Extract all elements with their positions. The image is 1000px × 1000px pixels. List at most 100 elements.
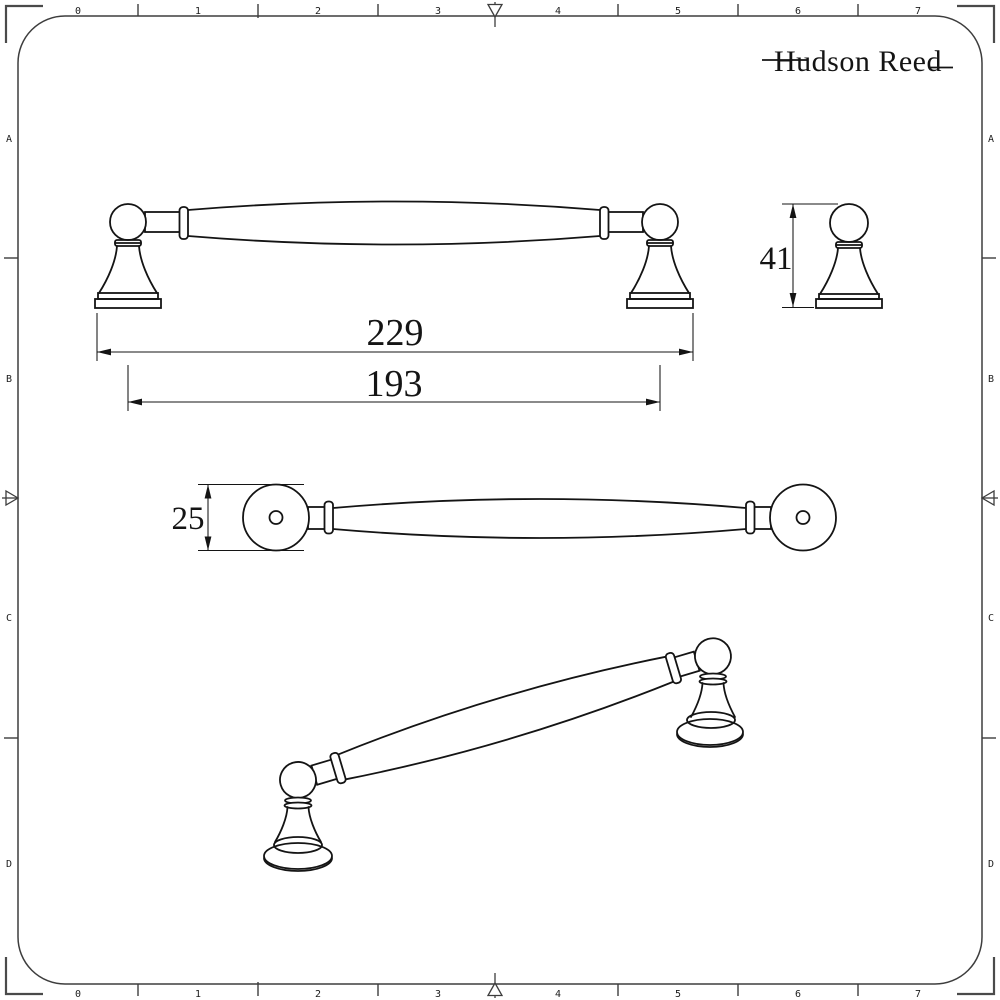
isometric-pedestal-front (263, 796, 333, 872)
dimension-overall-width: 229 (96, 312, 694, 361)
ruler-left-letter: A (6, 134, 12, 145)
ruler-top-number: 7 (915, 6, 921, 17)
handle-neck (144, 211, 182, 233)
handle-grip (332, 498, 747, 509)
handle-neck (307, 506, 326, 530)
handle-neck (606, 211, 644, 233)
dim-arrow-left (128, 398, 142, 406)
pedestal-step (273, 836, 323, 854)
corner-bracket-top-right (957, 4, 996, 43)
dim-arrow-right (646, 398, 660, 406)
ruler-left-letter: B (6, 374, 12, 385)
handle-collar (664, 651, 682, 685)
ruler-left-letter: D (6, 859, 12, 870)
pedestal-stem (274, 806, 289, 843)
ruler-bottom-number: 4 (555, 989, 561, 1000)
isometric-handle-bar (279, 637, 732, 799)
ruler-top-number: 2 (315, 6, 321, 17)
corner-bracket-bottom-right (957, 957, 996, 996)
pedestal-base-edge (676, 733, 744, 748)
base-rose (769, 483, 837, 552)
ruler-top-number: 3 (435, 6, 441, 17)
ruler-right-letter: C (988, 613, 994, 624)
ruler-bottom-number: 2 (315, 989, 321, 1000)
ruler-bottom-number: 0 (75, 989, 81, 1000)
dim-value-height: 41 (760, 241, 793, 277)
dimension-projection: 25 (172, 483, 304, 552)
brand-name: Hudson Reed (774, 45, 942, 78)
ruler-bottom-number: 5 (675, 989, 681, 1000)
ruler-bottom-number: 7 (915, 989, 921, 1000)
side-elevation-view (815, 203, 883, 309)
handle-collar (323, 500, 334, 535)
ruler-top-number: 0 (75, 6, 81, 17)
pedestal-flange (698, 677, 728, 686)
pedestal-stem (670, 245, 690, 294)
ruler-right: A B C D (980, 134, 998, 870)
pedestal-base (263, 842, 333, 870)
pedestal-base (626, 298, 694, 309)
ruler-left-letter: C (6, 613, 12, 624)
ruler-bottom: 0 1 2 3 4 5 6 7 (75, 973, 921, 1000)
ruler-top-number: 5 (675, 6, 681, 17)
base-rose (242, 483, 310, 552)
handle-collar (178, 206, 189, 240)
dimension-fixing-centres: 193 (127, 363, 661, 411)
pedestal-stem (307, 806, 322, 843)
dim-arrow-up (789, 204, 797, 218)
pedestal-stem (859, 247, 879, 295)
handle-ball (829, 203, 869, 243)
ruler-bottom-number: 6 (795, 989, 801, 1000)
sheet-frame (4, 4, 996, 996)
handle-grip (332, 528, 747, 539)
corner-bracket-bottom-left (4, 957, 43, 996)
pedestal-stem (138, 245, 158, 294)
dim-arrow-down (204, 536, 212, 551)
ruler-bottom-number: 1 (195, 989, 201, 1000)
dim-value-projection: 25 (172, 501, 205, 537)
fixing-hole (795, 510, 811, 525)
pedestal-flange (283, 801, 313, 810)
corner-bracket-top-left (4, 4, 43, 43)
handle-collar (745, 500, 756, 535)
handle-neck (753, 506, 772, 530)
handle-grip (337, 655, 668, 756)
ruler-top: 0 1 2 3 4 5 6 7 (75, 2, 921, 27)
ruler-left: A B C D (2, 134, 20, 870)
center-mark-arrow-left (2, 489, 20, 507)
dim-value-overall-width: 229 (367, 312, 424, 354)
dim-arrow-down (789, 293, 797, 307)
center-mark-arrow-bottom (486, 973, 504, 998)
ruler-right-letter: B (988, 374, 994, 385)
handle-grip (344, 680, 675, 781)
ruler-right-letter: D (988, 859, 994, 870)
center-mark-arrow-top (486, 2, 504, 27)
pedestal-base (94, 298, 162, 309)
handle-ball (109, 203, 147, 241)
pedestal-stem (819, 247, 839, 295)
ruler-top-number: 4 (555, 6, 561, 17)
dimension-height: 41 (760, 203, 838, 309)
handle-collar (329, 751, 347, 785)
pedestal-stem (722, 682, 736, 718)
ruler-right-letter: A (988, 134, 994, 145)
pedestal-base (676, 718, 744, 746)
handle-grip (187, 235, 601, 246)
front-elevation-view (94, 200, 694, 309)
ruler-top-number: 6 (795, 6, 801, 17)
ruler-top-number: 1 (195, 6, 201, 17)
dim-value-fixing-centres: 193 (366, 363, 423, 405)
pedestal-base (815, 298, 883, 309)
ruler-bottom-number: 3 (435, 989, 441, 1000)
pedestal-stem (630, 245, 650, 294)
handle-ball (641, 203, 679, 241)
handle-grip (187, 200, 601, 211)
pedestal-stem (98, 245, 118, 294)
dim-arrow-up (204, 484, 212, 499)
pedestal-base-edge (263, 857, 333, 872)
pedestal-step (686, 711, 736, 729)
dim-arrow-left (97, 348, 111, 356)
sheet-border (17, 15, 983, 985)
